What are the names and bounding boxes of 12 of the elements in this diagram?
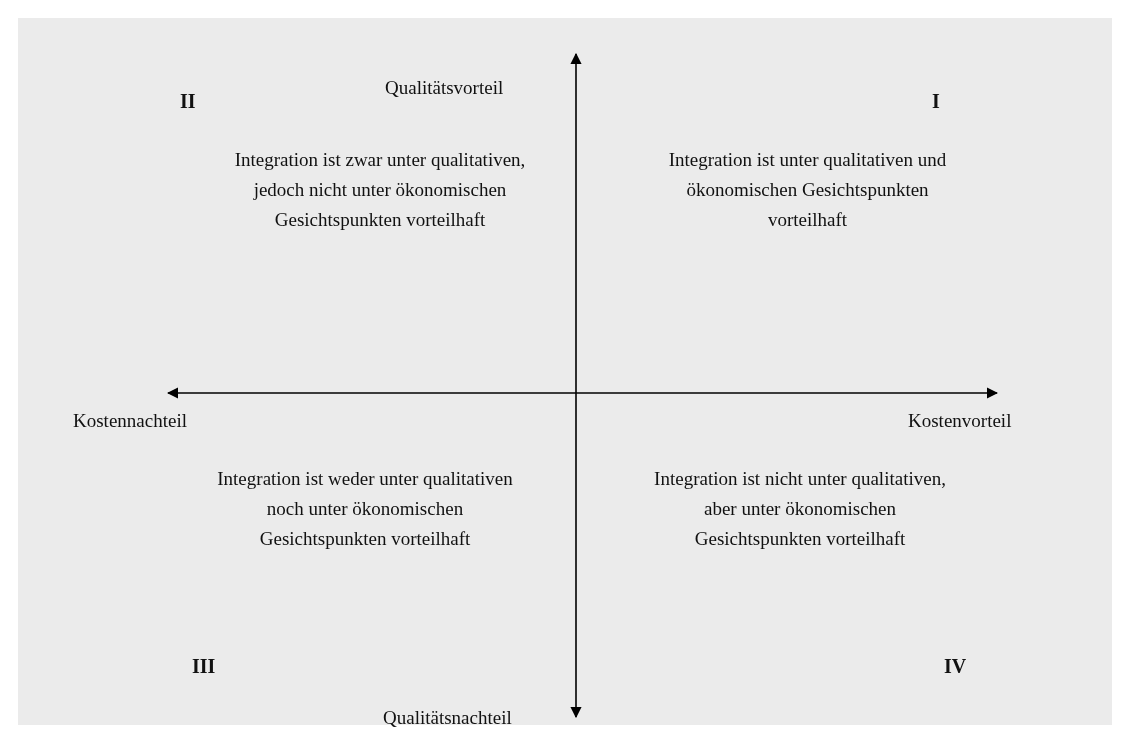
- quadrant-description: Integration ist nicht unter qualitativen, aber unter ökonomischen Gesichtspunkten vorteilhaft: [653, 467, 947, 551]
- axis-label: Qualitätsnachteil: [383, 706, 512, 730]
- quadrant-description: Integration ist zwar unter qualitativen, jedoch nicht unter ökonomischen Gesichtspunkten vorteilhaft: [233, 148, 527, 232]
- quadrant-number: II: [180, 89, 196, 114]
- axis-label: Qualitätsvorteil: [385, 76, 504, 100]
- quadrant-number: III: [192, 654, 216, 679]
- quadrant-description: Integration ist weder unter qualitativen noch unter ökonomischen Gesichtspunkten vorteilhaft: [216, 467, 514, 551]
- axis-label: Kostenvorteil: [908, 409, 1012, 433]
- quadrant-number: I: [932, 89, 940, 114]
- axis-label: Kostennachteil: [73, 409, 187, 433]
- quadrant-description: Integration ist unter qualitativen und ökonomischen Gesichtspunkten vorteilhaft: [667, 148, 948, 232]
- quadrant-number: IV: [944, 654, 967, 679]
